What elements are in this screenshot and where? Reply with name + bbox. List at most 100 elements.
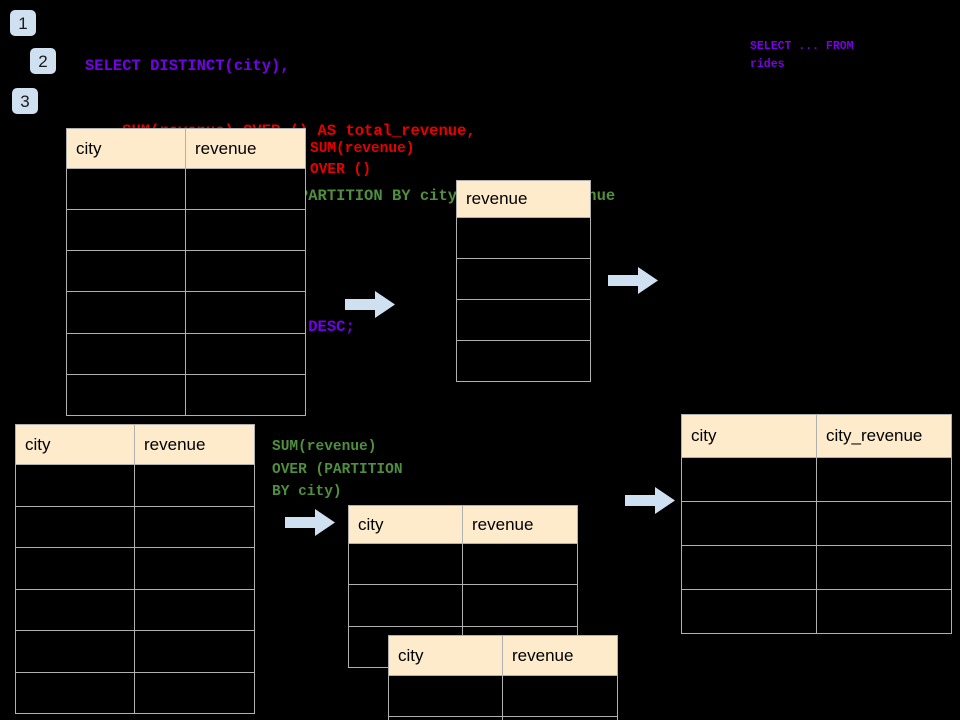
cell-revenue — [134, 464, 255, 507]
cell-city-revenue — [816, 457, 952, 502]
cell-city — [15, 547, 135, 590]
column-header-revenue: revenue — [462, 505, 578, 544]
cell-revenue — [185, 209, 306, 252]
cell-city — [681, 457, 817, 502]
cell-revenue — [134, 671, 255, 714]
cell-city — [388, 675, 503, 717]
table-row — [66, 373, 306, 417]
cell-city — [348, 542, 463, 586]
cell-city — [15, 464, 135, 507]
cell-city — [15, 505, 135, 548]
table-header-row: city revenue — [388, 635, 618, 676]
column-header-city: city — [15, 424, 135, 465]
cell-revenue — [185, 373, 306, 417]
cell-city-revenue — [816, 545, 952, 590]
cell-revenue — [185, 332, 306, 375]
cell-city — [66, 209, 186, 252]
table-row — [15, 547, 255, 590]
rides-source-table-bottom: city revenue — [15, 424, 255, 714]
table-row — [681, 589, 952, 634]
column-header-city: city — [66, 128, 186, 169]
table-row — [456, 340, 591, 382]
table-row — [456, 258, 591, 300]
cell-revenue — [134, 547, 255, 590]
step-badge-3: 3 — [12, 88, 38, 114]
rides-source-table-top: city revenue — [66, 128, 306, 417]
table-row — [15, 630, 255, 673]
cell-revenue — [456, 258, 591, 300]
cell-revenue — [456, 217, 591, 259]
arrow-top-right — [608, 267, 658, 294]
cell-revenue — [456, 299, 591, 341]
table-header-row: revenue — [456, 180, 591, 218]
column-header-city: city — [388, 635, 503, 676]
arrow-top-left — [345, 291, 395, 318]
cell-city — [66, 167, 186, 211]
partition-group-table-b: city revenue — [388, 635, 618, 720]
cell-city — [66, 250, 186, 293]
cell-city — [66, 332, 186, 375]
column-header-city-revenue: city_revenue — [816, 414, 952, 458]
table-row — [66, 209, 306, 252]
table-row — [388, 675, 618, 717]
column-header-revenue: revenue — [185, 128, 306, 169]
table-header-row: city revenue — [15, 424, 255, 465]
cell-revenue — [134, 630, 255, 673]
cell-city — [15, 630, 135, 673]
cell-city — [348, 584, 463, 627]
city-revenue-result-table: city city_revenue — [681, 414, 952, 634]
step-badge-1: 1 — [10, 10, 36, 36]
cell-city-revenue — [816, 589, 952, 634]
cell-revenue — [134, 588, 255, 631]
cell-revenue — [462, 584, 578, 627]
column-header-revenue: revenue — [134, 424, 255, 465]
cell-city — [15, 588, 135, 631]
table-header-row: city revenue — [348, 505, 578, 544]
cell-revenue — [185, 167, 306, 211]
table-row — [15, 505, 255, 548]
table-row — [66, 291, 306, 334]
table-row — [15, 671, 255, 714]
step-badge-2: 2 — [30, 48, 56, 74]
table-header-row: city city_revenue — [681, 414, 952, 458]
table-row — [681, 545, 952, 590]
cell-city — [66, 373, 186, 417]
table-row — [66, 250, 306, 293]
cell-revenue — [185, 291, 306, 334]
arrow-bottom-right — [625, 487, 675, 514]
cell-city — [15, 671, 135, 714]
column-header-revenue: revenue — [456, 180, 591, 218]
table-row — [388, 716, 618, 720]
cell-city-revenue — [816, 501, 952, 546]
cell-city — [681, 589, 817, 634]
sql-line-1: SELECT DISTINCT(city), — [85, 56, 290, 75]
cell-revenue — [462, 542, 578, 586]
column-header-revenue: revenue — [502, 635, 618, 676]
cell-revenue — [502, 716, 618, 720]
annotation-sum-over-empty: SUM(revenue) OVER () — [310, 141, 415, 178]
table-row — [15, 464, 255, 507]
arrow-bottom-left — [285, 509, 335, 536]
cell-city — [66, 291, 186, 334]
cell-revenue — [185, 250, 306, 293]
partition-group-table-a: city revenue — [348, 505, 578, 669]
table-row — [456, 217, 591, 259]
cell-city — [681, 545, 817, 590]
annotation-select-from-rides: SELECT ... FROM rides — [750, 40, 854, 71]
total-revenue-table: revenue — [456, 180, 591, 382]
column-header-city: city — [681, 414, 817, 458]
table-row — [348, 542, 578, 586]
table-row — [348, 584, 578, 627]
annotation-sum-over-partition: SUM(revenue) OVER (PARTITION BY city) — [272, 439, 403, 500]
table-row — [681, 457, 952, 502]
table-row — [681, 501, 952, 546]
table-header-row: city revenue — [66, 128, 306, 169]
cell-revenue — [134, 505, 255, 548]
cell-city — [681, 501, 817, 546]
cell-revenue — [502, 675, 618, 717]
table-row — [15, 588, 255, 631]
cell-city — [388, 716, 503, 720]
cell-revenue — [456, 340, 591, 382]
table-row — [66, 332, 306, 375]
